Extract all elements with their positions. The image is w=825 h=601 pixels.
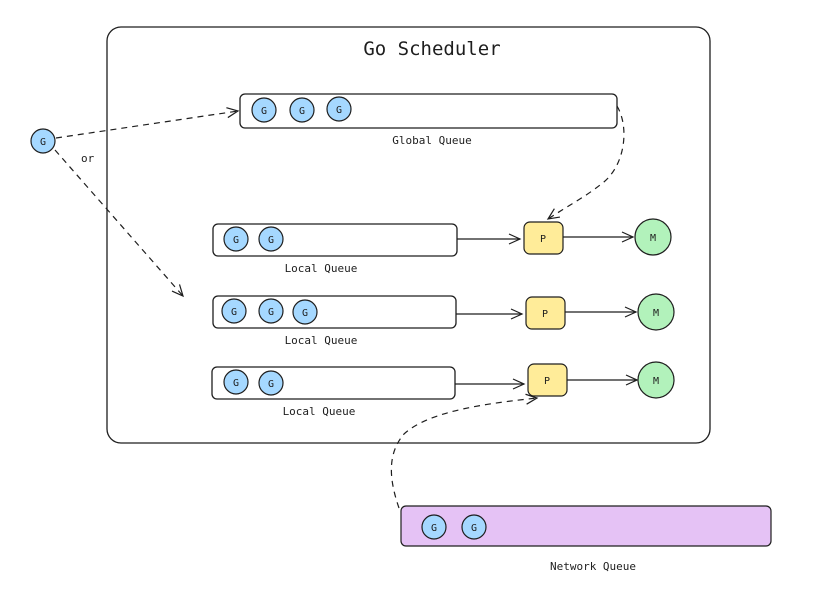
local-queue-label: Local Queue	[285, 262, 358, 275]
machine-node	[637, 293, 675, 331]
local-queue-label: Local Queue	[285, 334, 358, 347]
processor-label: P	[542, 309, 548, 320]
goroutine-label: G	[268, 235, 274, 246]
goroutine-node	[421, 514, 447, 540]
incoming-goroutine-node	[30, 128, 56, 154]
incoming-goroutine-label: G	[40, 137, 46, 148]
goroutine-label: G	[231, 307, 237, 318]
processor-node	[523, 221, 564, 255]
goroutine-node	[221, 298, 247, 324]
goroutine-label: G	[233, 378, 239, 389]
local-queue-label: Local Queue	[283, 405, 356, 418]
goroutine-label: G	[302, 308, 308, 319]
goroutine-label: G	[299, 106, 305, 117]
processor-node	[525, 296, 566, 330]
global-queue-label: Global Queue	[392, 134, 471, 147]
goroutine-label: G	[431, 523, 437, 534]
machine-label: M	[653, 308, 659, 319]
goroutine-label: G	[261, 106, 267, 117]
goroutine-node	[258, 370, 284, 396]
local-queue-box	[212, 223, 458, 257]
scheduler-container	[106, 26, 711, 444]
arrow-network-to-processor	[390, 393, 539, 509]
goroutine-node	[223, 226, 249, 252]
machine-label: M	[653, 376, 659, 387]
processor-label: P	[540, 234, 546, 245]
goroutine-label: G	[336, 105, 342, 116]
goroutine-node	[326, 96, 352, 122]
arrow-to-local-queue	[54, 149, 184, 298]
goroutine-node	[461, 514, 487, 540]
goroutine-label: G	[268, 307, 274, 318]
local-queue-box	[212, 295, 457, 329]
goroutine-node	[292, 299, 318, 325]
global-queue-items: G G G	[251, 96, 352, 123]
scheduler-title: Go Scheduler	[363, 38, 500, 60]
machine-node	[637, 361, 675, 399]
network-queue-label: Network Queue	[550, 560, 636, 573]
arrow-to-global-queue	[55, 107, 240, 139]
goroutine-label: G	[471, 523, 477, 534]
goroutine-node	[289, 97, 315, 123]
or-label: or	[81, 152, 95, 165]
goroutine-label: G	[233, 235, 239, 246]
machine-node	[634, 218, 672, 256]
processor-label: P	[544, 376, 550, 387]
goroutine-node	[251, 97, 277, 123]
machine-label: M	[650, 233, 656, 244]
goroutine-node	[258, 298, 284, 324]
goroutine-node	[223, 369, 249, 395]
goroutine-node	[258, 226, 284, 252]
network-queue-box	[400, 505, 772, 547]
goroutine-label: G	[268, 379, 274, 390]
